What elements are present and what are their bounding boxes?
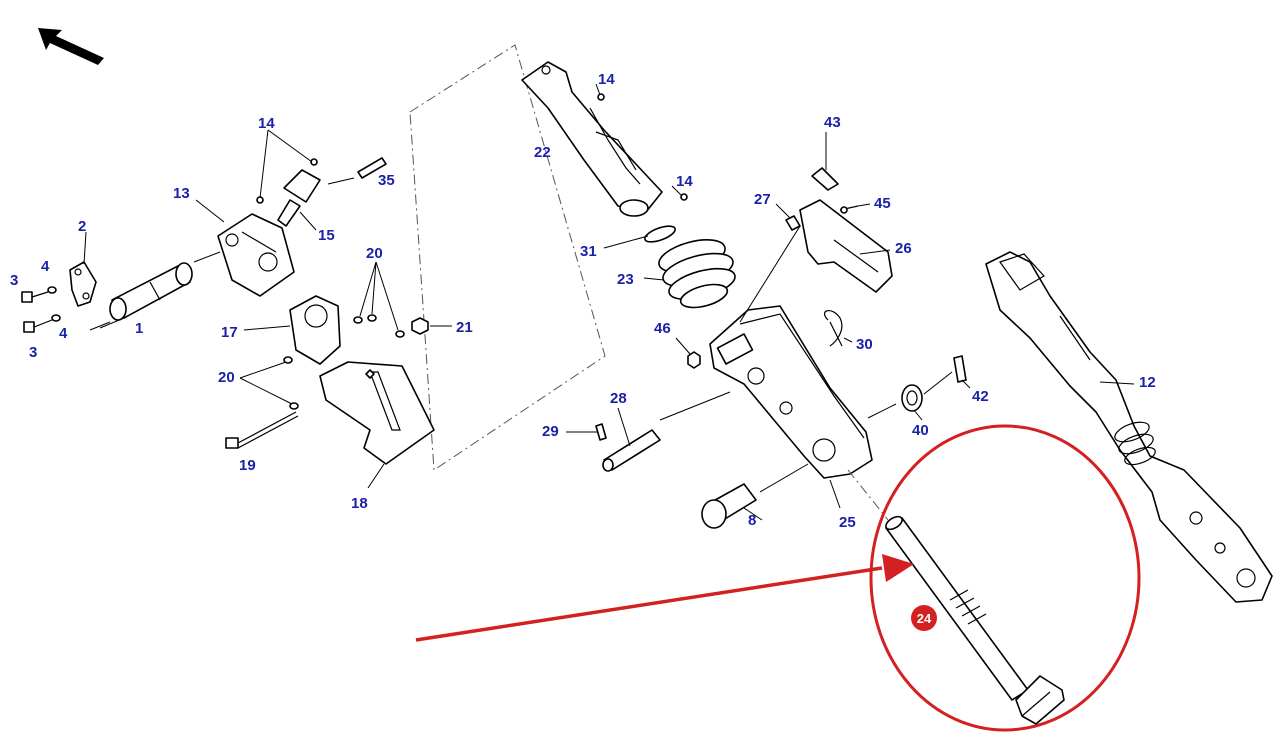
part-24-pivot-bolt xyxy=(885,515,1065,725)
label-43: 43 xyxy=(824,114,841,131)
part-4-washers xyxy=(47,286,61,322)
label-46: 46 xyxy=(654,320,671,337)
part-18-bracket xyxy=(319,361,435,465)
part-3-bolts xyxy=(21,291,53,333)
label-15: 15 xyxy=(318,227,335,244)
part-45-screw xyxy=(839,205,859,214)
label-13: 13 xyxy=(173,185,190,202)
assembly-outline xyxy=(409,44,606,471)
part-22-telescopic-tube xyxy=(521,61,663,217)
leader-lines xyxy=(83,83,1135,521)
label-14: 14 xyxy=(258,115,275,132)
part-25-lift-link-bracket xyxy=(709,305,873,479)
label-30: 30 xyxy=(856,336,873,353)
part-28-pin xyxy=(602,429,661,472)
label-22: 22 xyxy=(534,144,551,161)
label-2: 2 xyxy=(78,218,86,235)
part-17-yoke xyxy=(289,295,341,365)
part-43-clip xyxy=(811,167,839,191)
part-31-ring xyxy=(644,225,676,243)
part-14-nipples-center xyxy=(597,93,688,201)
label-18: 18 xyxy=(351,495,368,512)
label-19: 19 xyxy=(239,457,256,474)
badge-number: 24 xyxy=(917,611,932,626)
label-28: 28 xyxy=(610,390,627,407)
label-23: 23 xyxy=(617,271,634,288)
part-13-clamp-block xyxy=(217,213,295,297)
part-40-washer xyxy=(901,384,923,412)
part-23-bellows xyxy=(658,239,736,309)
label-14: 14 xyxy=(676,173,693,190)
label-26: 26 xyxy=(895,240,912,257)
label-40: 40 xyxy=(912,422,929,439)
label-20: 20 xyxy=(218,369,235,386)
label-45: 45 xyxy=(874,195,891,212)
part-12-lift-link-assembly xyxy=(985,251,1273,603)
part-26-lever xyxy=(799,199,893,293)
part-labels: 14 14 14 22 35 13 15 2 3 4 4 3 1 17 20 2… xyxy=(10,71,1156,531)
part-15-pin xyxy=(277,169,321,227)
highlight-circle xyxy=(869,424,1141,732)
label-3: 3 xyxy=(10,272,18,289)
highlight-arrow xyxy=(415,554,914,642)
part-24-axis-line xyxy=(847,469,889,521)
part-19-bolt xyxy=(225,411,299,449)
part-21-nut xyxy=(411,317,429,335)
part-42-pin xyxy=(953,355,967,383)
label-8: 8 xyxy=(748,512,756,529)
part-27-screw xyxy=(785,215,801,231)
label-3: 3 xyxy=(29,344,37,361)
label-17: 17 xyxy=(221,324,238,341)
part-30-lynch-pin xyxy=(823,310,843,347)
part-20-washers xyxy=(283,314,405,410)
label-20: 20 xyxy=(366,245,383,262)
label-4: 4 xyxy=(59,325,68,342)
label-35: 35 xyxy=(378,172,395,189)
label-21: 21 xyxy=(456,319,473,336)
part-8-pin xyxy=(701,483,757,529)
highlighted-part-badge: 24 xyxy=(911,605,937,631)
label-27: 27 xyxy=(754,191,771,208)
part-1-sleeve xyxy=(109,262,193,321)
label-25: 25 xyxy=(839,514,856,531)
direction-arrow-icon xyxy=(38,28,104,65)
part-35-roll-pin xyxy=(357,157,387,179)
label-12: 12 xyxy=(1139,374,1156,391)
label-42: 42 xyxy=(972,388,989,405)
part-46-nut xyxy=(687,351,701,369)
label-29: 29 xyxy=(542,423,559,440)
label-1: 1 xyxy=(135,320,143,337)
part-29-roll-pin xyxy=(595,423,607,441)
label-31: 31 xyxy=(580,243,597,260)
label-4: 4 xyxy=(41,258,50,275)
part-2-plate xyxy=(69,261,97,307)
label-14: 14 xyxy=(598,71,615,88)
